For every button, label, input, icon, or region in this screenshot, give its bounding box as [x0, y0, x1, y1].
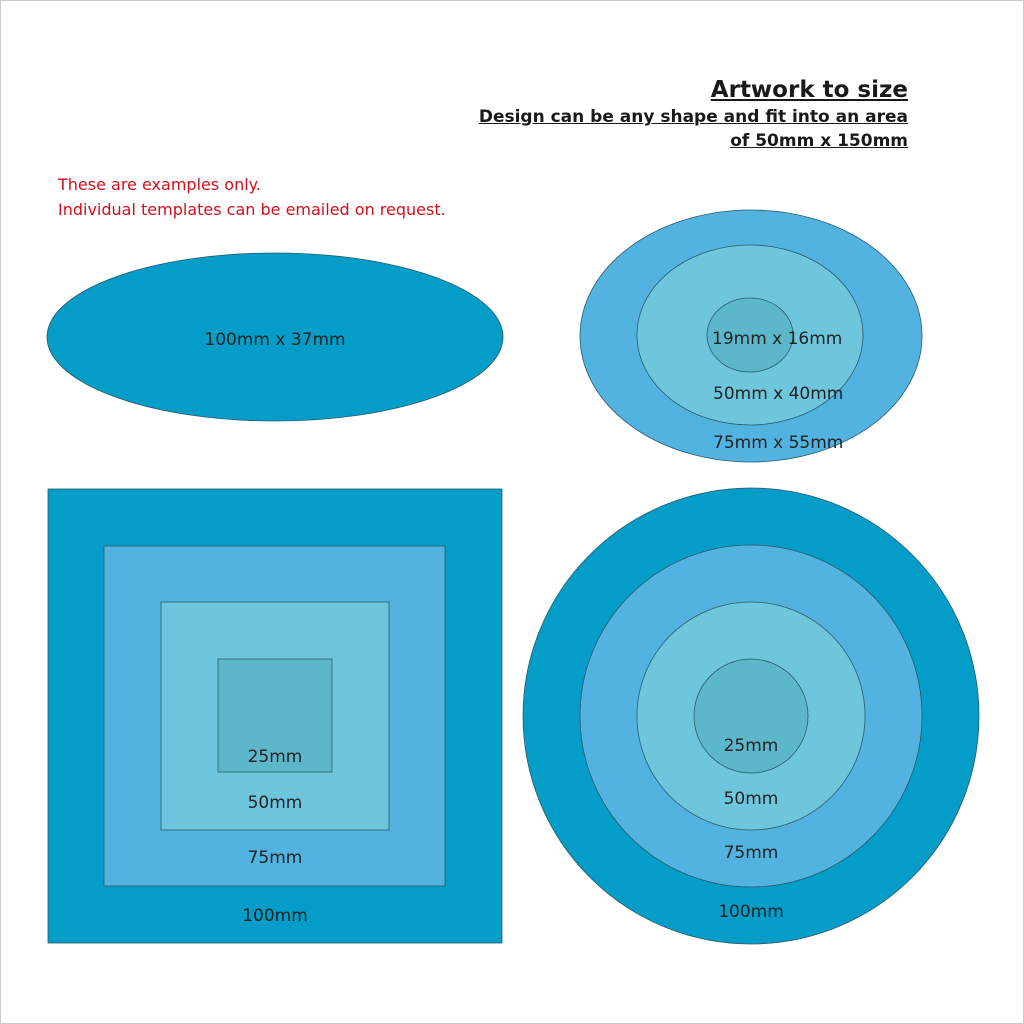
square-25mm	[217, 658, 333, 773]
nested-squares: 25mm 50mm 75mm 100mm	[47, 488, 503, 944]
circle-100mm-label: 100mm	[718, 902, 784, 922]
circle-50mm-label: 50mm	[724, 789, 779, 809]
subtitle-line-1: Design can be any shape and fit into an …	[478, 107, 908, 127]
nested-ovals: 19mm x 16mm 50mm x 40mm 75mm x 55mm	[579, 209, 923, 463]
oval-100x37-label: 100mm x 37mm	[204, 330, 345, 350]
oval-100x37	[46, 252, 504, 422]
page-title: Artwork to size	[710, 77, 908, 103]
note-line-1: These are examples only.	[58, 175, 261, 194]
oval-19x16-label: 19mm x 16mm	[712, 329, 842, 349]
note-line-2: Individual templates can be emailed on r…	[58, 200, 446, 219]
subtitle-line-2: of 50mm x 150mm	[730, 131, 908, 151]
square-100mm-label: 100mm	[242, 906, 308, 926]
oval-50x40-label: 50mm x 40mm	[713, 384, 843, 404]
square-75mm-label: 75mm	[248, 848, 303, 868]
oval-example: 100mm x 37mm	[46, 252, 504, 422]
circle-25mm	[693, 658, 809, 774]
circle-25mm-label: 25mm	[724, 736, 779, 756]
nested-circles: 25mm 50mm 75mm 100mm	[522, 487, 980, 945]
oval-75x55-label: 75mm x 55mm	[713, 433, 843, 453]
square-50mm-label: 50mm	[248, 793, 303, 813]
square-25mm-label: 25mm	[248, 747, 303, 767]
circle-75mm-label: 75mm	[724, 843, 779, 863]
oval-19x16	[706, 297, 794, 373]
